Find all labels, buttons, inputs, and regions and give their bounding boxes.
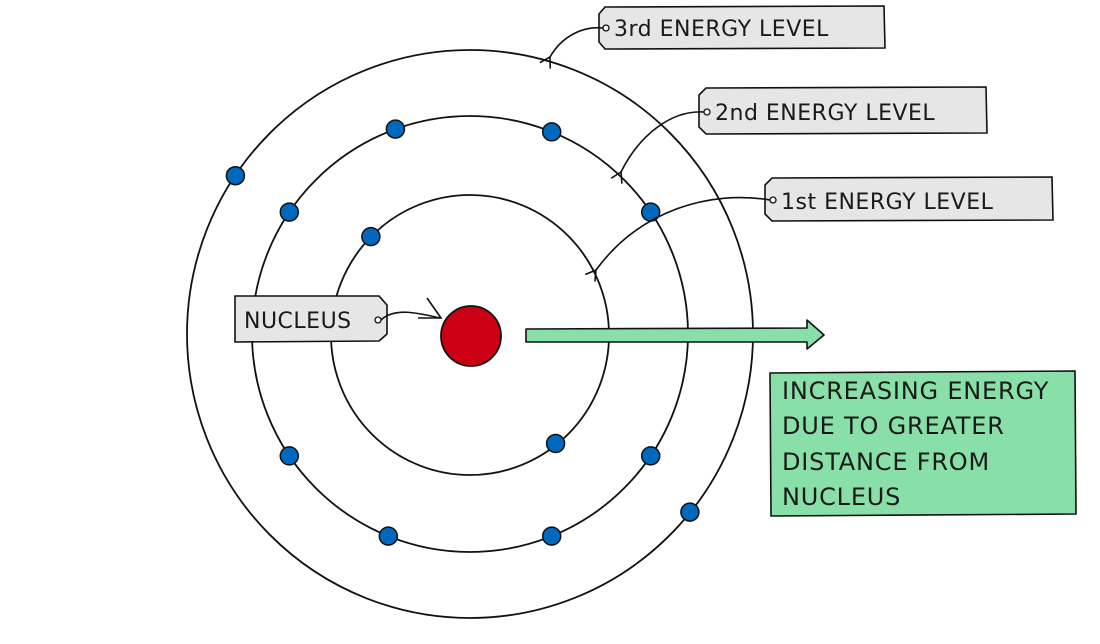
electrons	[225, 119, 700, 546]
electron-shell-2	[279, 202, 300, 222]
electron-shell-2	[378, 526, 399, 546]
label-3rd-text: 3rd ENERGY LEVEL	[614, 17, 829, 42]
electron-shell-3	[680, 502, 700, 522]
nucleus	[440, 305, 502, 367]
electron-shell-1	[361, 226, 381, 247]
electron-shell-2	[541, 526, 562, 546]
electron-shell-2	[640, 446, 661, 466]
energy-note-line-2: DUE TO GREATER	[782, 412, 1005, 440]
energy-arrow	[525, 319, 825, 350]
label-nucleus-text: NUCLEUS	[244, 309, 352, 334]
electron-shell-1	[545, 433, 566, 454]
label-1st-energy-level: 1st ENERGY LEVEL	[584, 176, 1054, 282]
label-3rd-energy-level: 3rd ENERGY LEVEL	[539, 5, 886, 69]
pointer-arrow-3	[539, 26, 604, 69]
electron-shell-2	[279, 446, 300, 466]
energy-note-line-3: DISTANCE FROM	[782, 448, 990, 476]
label-2nd-text: 2nd ENERGY LEVEL	[715, 101, 935, 126]
pointer-arrow-nucleus	[380, 311, 441, 321]
electron-shell-2	[541, 122, 562, 142]
energy-note: INCREASING ENERGY DUE TO GREATER DISTANC…	[769, 370, 1077, 517]
electron-shell-2	[385, 119, 406, 139]
label-1st-text: 1st ENERGY LEVEL	[781, 190, 994, 215]
energy-note-line-1: INCREASING ENERGY	[782, 377, 1049, 405]
pointer-arrow-2	[610, 111, 705, 184]
electron-shell-3	[225, 165, 246, 186]
label-2nd-energy-level: 2nd ENERGY LEVEL	[610, 86, 988, 184]
energy-note-line-4: NUCLEUS	[782, 483, 901, 511]
label-nucleus: NUCLEUS	[234, 295, 443, 343]
pointer-arrow-1	[584, 196, 771, 282]
